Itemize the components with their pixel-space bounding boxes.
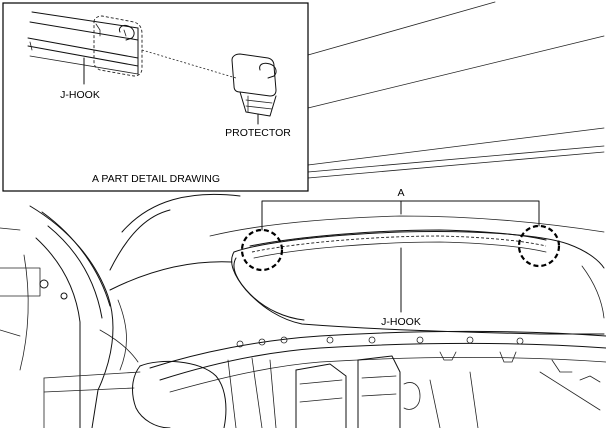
label-a: A [397, 187, 404, 199]
label-jhook-detail: J-HOOK [60, 89, 100, 101]
vehicle-body [0, 193, 606, 428]
label-jhook-main: J-HOOK [381, 316, 421, 328]
detail-jhook-strip [27, 11, 139, 75]
detail-caption: A PART DETAIL DRAWING [92, 173, 220, 185]
alignment-line [141, 49, 237, 79]
roof-lines [307, 1, 605, 179]
detail-drawing-box: J-HOOK PROTECTOR A PART DETAIL DRAWING [2, 2, 309, 192]
deck-holes [236, 336, 524, 348]
callout-a-bracket [261, 200, 540, 231]
label-protector: PROTECTOR [225, 127, 291, 139]
detail-a-markers [240, 224, 561, 272]
protector-part [231, 53, 277, 117]
